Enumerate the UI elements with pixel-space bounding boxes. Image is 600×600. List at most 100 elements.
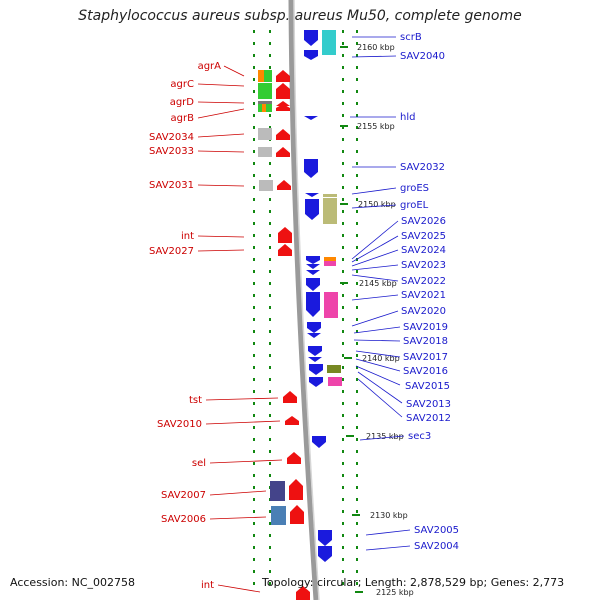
gene-arrow-SAV2033[interactable] [276, 147, 290, 157]
gene-label-scrB[interactable]: scrB [400, 32, 422, 43]
gene-label-SAV2025[interactable]: SAV2025 [401, 231, 446, 242]
category-box [264, 70, 272, 82]
gene-arrow-agrB[interactable] [276, 104, 290, 111]
gene-label-sel[interactable]: sel [192, 458, 206, 469]
accession-text: Accession: NC_002758 [10, 576, 136, 589]
gene-arrow-SAV2021[interactable] [306, 292, 320, 317]
gene-arrow-hld[interactable] [304, 116, 318, 120]
gene-label-SAV2010[interactable]: SAV2010 [157, 419, 202, 430]
category-box [328, 377, 342, 386]
gene-label-SAV2017[interactable]: SAV2017 [403, 352, 448, 363]
gene-label-SAV2016[interactable]: SAV2016 [403, 366, 448, 377]
gene-label-agrB[interactable]: agrB [171, 113, 195, 124]
gene-arrow-SAV2004[interactable] [318, 546, 332, 562]
gene-label-SAV2026[interactable]: SAV2026 [401, 216, 446, 227]
gene-label-int-2[interactable]: int [201, 580, 214, 591]
gene-arrow-int[interactable] [278, 227, 292, 243]
gene-arrow-SAV2040[interactable] [304, 50, 318, 60]
tick-label: 2145 kbp [359, 279, 397, 288]
gene-label-SAV2012[interactable]: SAV2012 [406, 413, 451, 424]
gene-arrow-SAV2015[interactable] [309, 377, 323, 387]
gene-label-SAV2034[interactable]: SAV2034 [149, 132, 194, 143]
tick-label: 2135 kbp [366, 432, 404, 441]
category-box [323, 194, 337, 197]
gene-label-SAV2013[interactable]: SAV2013 [406, 399, 451, 410]
gene-arrow-SAV2018[interactable] [307, 333, 321, 338]
gene-arrow-SAV2034[interactable] [276, 129, 290, 140]
gene-label-hld[interactable]: hld [400, 112, 415, 123]
gene-arrow-int-2[interactable] [296, 586, 310, 600]
gene-arrow-SAV2019[interactable] [307, 322, 321, 333]
gene-arrow-SAV2007[interactable] [289, 479, 303, 500]
gene-label-SAV2018[interactable]: SAV2018 [403, 336, 448, 347]
genome-backbone-highlight [293, 0, 320, 600]
gene-label-SAV2020[interactable]: SAV2020 [401, 306, 446, 317]
gene-label-SAV2031[interactable]: SAV2031 [149, 180, 194, 191]
category-box [322, 30, 336, 55]
gene-arrow-sel[interactable] [287, 452, 301, 464]
gene-label-SAV2040[interactable]: SAV2040 [400, 51, 445, 62]
gene-arrow-groES[interactable] [305, 193, 319, 197]
category-box [327, 365, 341, 373]
gene-label-SAV2032[interactable]: SAV2032 [400, 162, 445, 173]
gene-arrow-tst[interactable] [283, 391, 297, 403]
topology-text: Topology: circular; Length: 2,878,529 bp… [262, 576, 565, 589]
gene-label-SAV2033[interactable]: SAV2033 [149, 146, 194, 157]
gene-arrow-SAV2026[interactable] [306, 256, 320, 264]
gene-label-SAV2015[interactable]: SAV2015 [405, 381, 450, 392]
gene-arrow-groEL[interactable] [305, 199, 319, 220]
gene-arrow-SAV2017[interactable] [308, 346, 322, 356]
tick-label: 2160 kbp [357, 43, 395, 52]
gene-arrow-SAV2031[interactable] [277, 180, 291, 190]
gene-arrow-SAV2010[interactable] [285, 416, 299, 425]
gene-label-SAV2027[interactable]: SAV2027 [149, 246, 194, 257]
gene-label-int[interactable]: int [181, 231, 194, 242]
gene-arrow-scrB[interactable] [304, 30, 318, 46]
gene-label-sec3[interactable]: sec3 [408, 431, 431, 442]
gene-label-SAV2024[interactable]: SAV2024 [401, 245, 446, 256]
gene-arrow-SAV2022[interactable] [306, 278, 320, 291]
gene-label-agrC[interactable]: agrC [170, 79, 194, 90]
category-boxes-right [322, 30, 342, 386]
gene-label-SAV2023[interactable]: SAV2023 [401, 260, 446, 271]
category-box [258, 104, 262, 112]
tick-label: 2125 kbp [376, 588, 414, 597]
gene-label-groEL[interactable]: groEL [400, 200, 429, 211]
gene-arrow-agrA[interactable] [276, 70, 290, 82]
dotted-guides [253, 30, 358, 590]
gene-arrow-sec3[interactable] [312, 436, 326, 448]
category-box [270, 481, 285, 501]
gene-arrow-SAV2006[interactable] [290, 505, 304, 524]
category-box [258, 128, 272, 140]
gene-label-agrD[interactable]: agrD [170, 97, 195, 108]
gene-arrow-SAV2027[interactable] [278, 244, 292, 256]
gene-label-SAV2007[interactable]: SAV2007 [161, 490, 206, 501]
tick-label: 2150 kbp [358, 200, 396, 209]
gene-label-SAV2022[interactable]: SAV2022 [401, 276, 446, 287]
category-box [324, 292, 338, 318]
gene-arrow-agrD[interactable] [276, 101, 290, 106]
category-box [266, 104, 272, 112]
category-box [271, 506, 286, 525]
gene-arrow-SAV2032[interactable] [304, 159, 318, 178]
tick-label: 2130 kbp [370, 511, 408, 520]
category-box [258, 147, 272, 157]
gene-arrow-SAV2016[interactable] [308, 357, 322, 362]
gene-arrow-SAV2015a[interactable] [309, 364, 323, 375]
gene-arrow-agrC[interactable] [276, 83, 290, 99]
gene-label-SAV2006[interactable]: SAV2006 [161, 514, 206, 525]
gene-label-tst[interactable]: tst [189, 395, 202, 406]
gene-label-agrA[interactable]: agrA [198, 61, 222, 72]
gene-arrow-SAV2025[interactable] [306, 264, 320, 269]
leader-lines-left [197, 65, 283, 593]
tick-label: 2140 kbp [362, 354, 400, 363]
category-box [262, 104, 266, 112]
gene-label-SAV2021[interactable]: SAV2021 [401, 290, 446, 301]
gene-label-SAV2019[interactable]: SAV2019 [403, 322, 448, 333]
gene-label-SAV2004[interactable]: SAV2004 [414, 541, 459, 552]
gene-arrow-SAV2024[interactable] [306, 270, 320, 275]
gene-arrow-SAV2005[interactable] [318, 530, 332, 546]
gene-label-groES[interactable]: groES [400, 183, 429, 194]
gene-label-SAV2005[interactable]: SAV2005 [414, 525, 459, 536]
